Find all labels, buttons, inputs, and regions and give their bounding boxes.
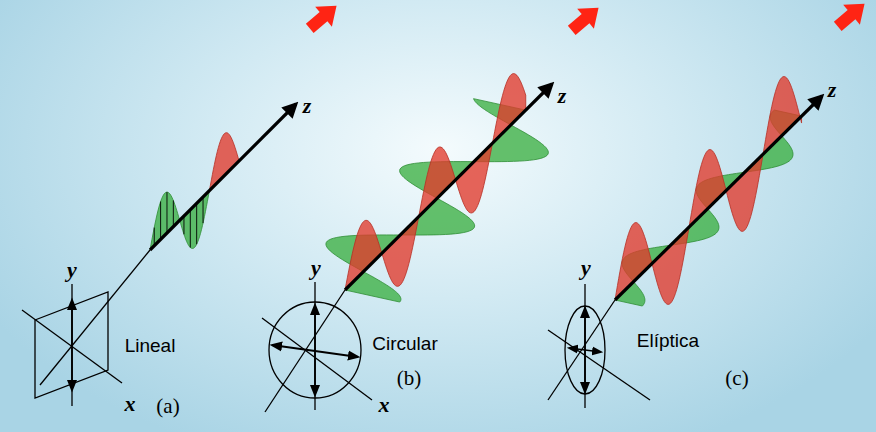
y-axis bbox=[314, 282, 315, 410]
panel-tag: (b) bbox=[397, 368, 422, 389]
axis-label: z bbox=[558, 85, 567, 107]
field-hatch bbox=[183, 216, 184, 234]
axis-label: z bbox=[828, 79, 837, 101]
electric-field-wave bbox=[180, 191, 210, 249]
axis-label: x bbox=[379, 394, 390, 416]
axis-label: y bbox=[581, 257, 591, 279]
panel-tag: (c) bbox=[725, 368, 748, 389]
x-axis bbox=[548, 330, 650, 400]
field-hatch bbox=[173, 200, 174, 226]
electric-field-wave bbox=[150, 192, 180, 250]
polarization-name: Circular bbox=[372, 334, 437, 353]
field-component-y bbox=[345, 220, 382, 290]
field-vector bbox=[569, 348, 601, 352]
axis-label: z bbox=[303, 95, 312, 117]
direction-arrow bbox=[563, 0, 607, 40]
circle-frame bbox=[269, 302, 361, 398]
field-hatch bbox=[196, 203, 197, 244]
field-vector bbox=[314, 305, 316, 395]
polarization-name: Lineal bbox=[125, 336, 176, 355]
field-component-y bbox=[456, 143, 493, 213]
field-vector bbox=[71, 300, 73, 390]
panel-tag: (a) bbox=[156, 396, 179, 417]
field-hatch bbox=[160, 202, 161, 240]
y-axis bbox=[71, 284, 72, 406]
field-vector bbox=[272, 345, 358, 357]
direction-arrow bbox=[829, 0, 873, 36]
field-component-y bbox=[382, 217, 419, 287]
field-hatch bbox=[190, 210, 191, 248]
field-component-y bbox=[652, 227, 689, 304]
propagation-axis bbox=[150, 104, 296, 250]
field-component-y bbox=[726, 154, 763, 231]
ellipse-frame bbox=[565, 306, 605, 394]
x-axis bbox=[262, 318, 372, 400]
propagation-axis bbox=[615, 96, 822, 300]
direction-arrow bbox=[301, 0, 345, 38]
field-component-y bbox=[419, 147, 456, 217]
axis-label: x bbox=[125, 393, 136, 415]
axis-label: y bbox=[67, 259, 77, 281]
axis-label: y bbox=[311, 257, 321, 279]
plane-frame bbox=[35, 292, 108, 398]
field-hatch bbox=[203, 197, 204, 223]
z-axis-thin bbox=[40, 250, 150, 385]
z-axis-thin bbox=[265, 290, 345, 412]
polarization-name: Elíptica bbox=[637, 331, 699, 350]
propagation-axis bbox=[345, 84, 552, 290]
field-component-y bbox=[492, 74, 525, 144]
z-axis-thin bbox=[548, 300, 615, 400]
field-component-y bbox=[615, 223, 652, 300]
field-component-y bbox=[763, 77, 800, 154]
electric-field-wave bbox=[209, 133, 239, 191]
y-axis bbox=[584, 284, 585, 408]
field-component-y bbox=[689, 150, 726, 227]
field-hatch bbox=[154, 228, 155, 246]
field-hatch bbox=[166, 192, 167, 233]
